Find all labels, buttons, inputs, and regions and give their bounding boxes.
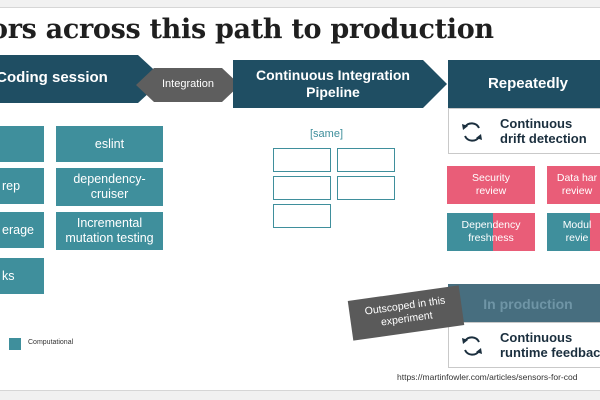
ci-placeholder-5 [273, 204, 331, 228]
source-url: https://martinfowler.com/articles/sensor… [397, 372, 578, 382]
ci-same-label: [same] [310, 128, 344, 140]
coding-session-label: Coding session [0, 69, 108, 86]
coding-left-label-3: erage [2, 222, 34, 237]
coding-chevron-shape [0, 55, 164, 103]
coding-left-label-4: ks [2, 268, 15, 283]
ci-placeholder-2 [337, 148, 395, 172]
modularity-review-label: Modul revie [562, 219, 592, 244]
ci-label: Continuous Integration Pipeline [256, 67, 410, 100]
eslint-label: eslint [94, 136, 125, 151]
coding-left-label-2: rep [2, 178, 21, 193]
runtime-feedback-label: Continuous runtime feedbac [500, 330, 600, 360]
eslint-box: eslint [56, 126, 163, 162]
ci-stage: Continuous Integration Pipeline [233, 60, 448, 108]
mutation-testing-label: Incremental mutation testing [65, 216, 154, 245]
outscoped-note: Outscoped in this experiment [347, 285, 465, 341]
ci-placeholder-3 [273, 176, 331, 200]
ci-placeholder-4 [337, 176, 395, 200]
slide: ors across this path to production Codin… [0, 7, 600, 391]
data-handling-review-box: Data har review [547, 166, 600, 204]
dependency-freshness-label: Dependency freshness [461, 219, 521, 244]
coding-left-box-3: erage [0, 212, 44, 248]
mutation-testing-box: Incremental mutation testing [56, 212, 163, 250]
drift-detection-box: Continuous drift detection [448, 108, 600, 154]
ci-placeholder-1 [273, 148, 331, 172]
runtime-feedback-box: Continuous runtime feedbac [448, 322, 600, 368]
ci-chevron-shape [233, 60, 447, 108]
outscoped-label: Outscoped in this experiment [364, 294, 447, 329]
coding-left-box-4: ks [0, 258, 44, 294]
data-handling-review-label: Data har review [556, 172, 598, 197]
security-review-label: Security review [472, 172, 510, 197]
in-production-header [448, 284, 600, 322]
dependency-cruiser-label: dependency-cruiser [73, 172, 146, 201]
in-production-label: In production [483, 296, 573, 312]
legend-swatch [9, 338, 21, 350]
slide-title: ors across this path to production [0, 14, 494, 45]
drift-detection-label: Continuous drift detection [500, 116, 587, 146]
coding-left-box-1 [0, 126, 44, 162]
integration-diamond: Integration [136, 68, 240, 102]
dependency-freshness-box: Dependency freshness [447, 213, 535, 251]
integration-label: Integration [162, 78, 214, 90]
dependency-cruiser-box: dependency-cruiser [56, 168, 163, 206]
modularity-review-box: Modul revie [547, 213, 600, 251]
integration-diamond-shape [136, 68, 240, 102]
coding-session-stage: Coding session [0, 55, 165, 103]
legend-label: Computational [28, 339, 74, 346]
refresh-icon [462, 336, 482, 356]
repeatedly-label: Repeatedly [487, 75, 569, 92]
security-review-box: Security review [447, 166, 535, 204]
refresh-icon [462, 122, 482, 142]
repeatedly-stage: Repeatedly [448, 60, 600, 108]
coding-left-box-2: rep [0, 168, 44, 204]
